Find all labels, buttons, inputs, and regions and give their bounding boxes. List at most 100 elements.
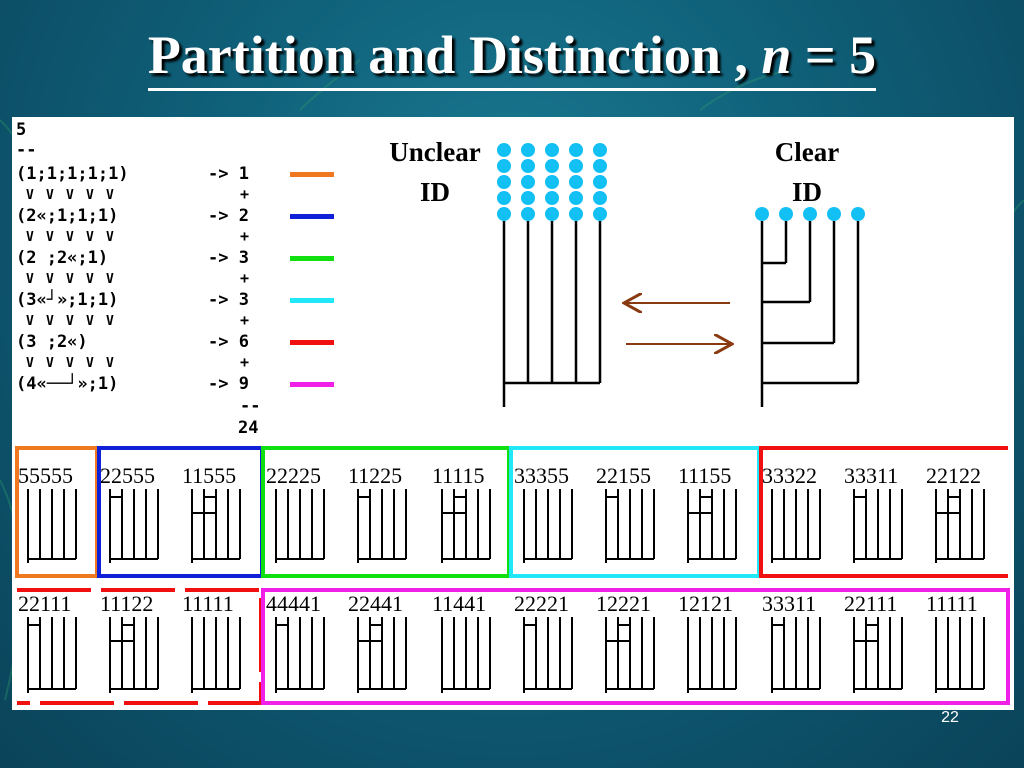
partition-code-row1: 11225 [348,463,402,488]
legend-swatch [290,298,334,303]
unclear-dot [545,143,559,157]
clear-label-line1: Clear [775,137,839,167]
unclear-dot [569,207,583,221]
tie-mark: V [46,314,54,329]
tie-mark: V [86,272,94,287]
unclear-dot [593,191,607,205]
group-box-red-top [759,446,1008,578]
unclear-dot [545,175,559,189]
partition-label: (1;1;1;1;1) [16,164,129,184]
partition-code-row2: 11122 [100,591,153,616]
tie-mark: V [46,356,54,371]
slide-title: Partition and Distinction , n = 5 [0,22,1024,91]
unclear-dot [593,175,607,189]
clear-dot [779,207,793,221]
clear-label-line2: ID [792,177,822,207]
partition-code-row1: 11115 [432,463,485,488]
slide-number: 22 [941,709,959,726]
arrow-count: -> 3 [208,248,249,268]
unclear-dot [593,159,607,173]
tie-mark: V [26,356,34,371]
tie-mark: V [46,230,54,245]
unclear-dot [569,191,583,205]
unclear-dot [521,143,535,157]
partition-label: (4«──┘»;1) [16,373,118,394]
tie-mark: V [46,188,54,203]
partition-code-row1: 22555 [100,463,155,488]
tie-mark: V [26,188,34,203]
tie-mark: V [106,356,114,371]
partition-code-row1: 33311 [844,463,898,488]
legend-swatch [290,172,334,177]
unclear-dot [569,143,583,157]
tie-mark: V [86,356,94,371]
partition-label: (2«;1;1;1) [16,206,118,226]
unclear-label-line1: Unclear [389,137,480,167]
clear-dot [755,207,769,221]
arrow-count: -> 2 [208,206,249,226]
arrow-count: -> 6 [208,332,249,352]
partition-code-row2: 22441 [348,591,403,616]
partition-label: (3 ;2«) [16,332,88,352]
title-variable: n [761,25,792,85]
sum-rule: -- [240,396,260,416]
unclear-dot [545,191,559,205]
partition-code-row2: 22221 [514,591,569,616]
partition-code-row1: 22122 [926,463,981,488]
legend-swatch [290,382,334,387]
partition-code-row1: 22225 [266,463,321,488]
unclear-dot [497,175,511,189]
unclear-dot [497,207,511,221]
plus-sign: + [240,311,249,329]
partition-code-row2: 33311 [762,591,816,616]
partition-code-row1: 55555 [18,463,73,488]
partition-code-row2: 44441 [266,591,321,616]
partition-code-row2: 22111 [18,591,71,616]
title-main: Partition and Distinction , [147,25,762,85]
unclear-dot [497,191,511,205]
partition-code-row1: 22155 [596,463,651,488]
unclear-dot [569,159,583,173]
plus-sign: + [240,269,249,287]
partition-label: (3«┘»;1;1) [16,289,118,310]
legend-swatch [290,340,334,345]
plus-sign: + [240,227,249,245]
tie-mark: V [66,188,74,203]
header-rule: -- [16,140,36,160]
tie-mark: V [86,230,94,245]
clear-dot [827,207,841,221]
tie-mark: V [26,272,34,287]
unclear-dot [497,159,511,173]
tie-mark: V [66,356,74,371]
tie-mark: V [66,230,74,245]
tie-mark: V [106,272,114,287]
partition-code-row2: 11111 [182,591,234,616]
arrow-count: -> 1 [208,164,249,184]
tie-mark: V [106,230,114,245]
unclear-dot [521,159,535,173]
group-box-magenta [261,588,1010,705]
unclear-label-line2: ID [420,177,450,207]
partition-code-row2: 22111 [844,591,897,616]
arrow-count: -> 9 [208,374,249,394]
sum-total: 24 [238,418,258,438]
plus-sign: + [240,185,249,203]
partition-code-row1: 11155 [678,463,731,488]
tie-mark: V [26,230,34,245]
tie-mark: V [66,272,74,287]
arrow-count: -> 3 [208,290,249,310]
unclear-dot [521,207,535,221]
tie-mark: V [106,188,114,203]
unclear-dot [593,143,607,157]
tie-mark: V [86,188,94,203]
slide-title-text: Partition and Distinction , n = 5 [147,22,877,91]
plus-sign: + [240,353,249,371]
unclear-dot [497,143,511,157]
legend-swatch [290,214,334,219]
unclear-dot [593,207,607,221]
tie-mark: V [106,314,114,329]
partition-code-row2: 11441 [432,591,486,616]
unclear-dot [521,191,535,205]
